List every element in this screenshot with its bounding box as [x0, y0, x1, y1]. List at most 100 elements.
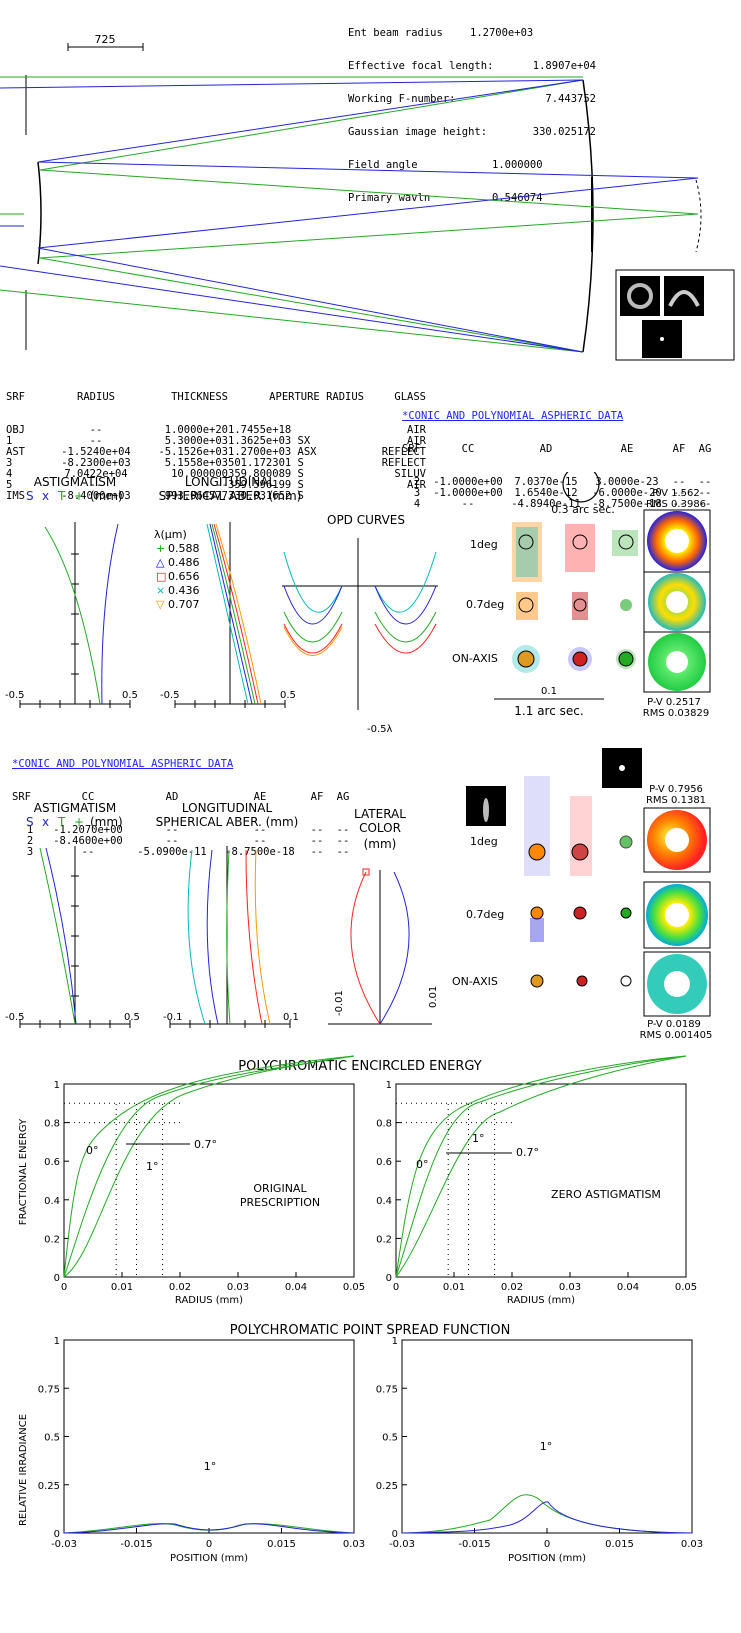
legend-marker: □ [156, 570, 166, 583]
scale-bar-label: 725 [95, 33, 116, 46]
svg-text:-0.1: -0.1 [163, 1012, 183, 1023]
svg-text:-0.5λ: -0.5λ [367, 724, 393, 735]
airy-disk-circle [562, 472, 600, 503]
ray-bundle-blue [0, 79, 699, 353]
table-cell: 3 [6, 457, 13, 469]
psf-thumbnail [620, 276, 660, 316]
svg-text:SPHERICAL ABER. (mm): SPHERICAL ABER. (mm) [156, 815, 299, 829]
x-tick-label: 0.03 [343, 1539, 365, 1550]
spec-line: Working F-number:7.443752 [348, 93, 596, 105]
y-tick-label: 0.6 [376, 1157, 392, 1168]
table-cell: AIR [407, 479, 426, 491]
table-cell: 2 [26, 835, 34, 847]
conic-title[interactable]: *CONIC AND POLYNOMIAL ASPHERIC DATA [402, 410, 624, 422]
y-tick-label: 0.25 [376, 1481, 398, 1492]
plot-frame [401, 1339, 693, 1534]
conic-title[interactable]: *CONIC AND POLYNOMIAL ASPHERIC DATA [12, 758, 234, 770]
table-cell: -1.0000e+00 [433, 476, 503, 488]
y-tick-label: 0 [54, 1529, 60, 1540]
y-tick-label: 0 [386, 1273, 392, 1284]
svg-text:ZERO ASTIGMATISM: ZERO ASTIGMATISM [551, 1188, 661, 1201]
svg-text:P-V 1.562: P-V 1.562 [652, 488, 699, 499]
svg-text:(mm): (mm) [364, 837, 397, 851]
astig-t-curve [44, 526, 101, 705]
table-cell: 10.000000 [171, 468, 228, 480]
table-cell: 1 [26, 824, 34, 836]
table-cell: 2 [413, 476, 421, 488]
psf-curve [401, 1501, 693, 1534]
svg-text:ORIGINAL: ORIGINAL [253, 1182, 307, 1195]
conic-table-2: *CONIC AND POLYNOMIAL ASPHERIC DATA SRF … [12, 737, 356, 869]
y-tick-label: 0 [392, 1529, 398, 1540]
spot-row-label: ON-AXIS [452, 652, 498, 665]
y-tick-label: 1 [54, 1336, 60, 1347]
table-cell: 5.3000e+03 [164, 435, 228, 447]
svg-text:(mm): (mm) [90, 489, 123, 503]
table-cell: 3 [413, 487, 421, 499]
y-tick-label: 1 [54, 1080, 60, 1091]
y-tick-label: 0.5 [382, 1433, 398, 1444]
psf-plots: POLYCHROMATIC POINT SPREAD FUNCTION RELA… [18, 1323, 703, 1564]
long-curve-0436 [206, 523, 249, 705]
x-axis-label: RADIUS (mm) [507, 1295, 575, 1306]
table-cell: 501.172301 S [228, 457, 304, 469]
legend-value: 0.436 [168, 584, 200, 597]
table-row: 1-1.2070e+00-------- [12, 825, 356, 836]
table-cell: REFLECT [381, 446, 426, 458]
svg-text:x: x [42, 489, 49, 503]
table-cell: REFLECT [381, 457, 426, 469]
table-cell: -8.4000e+03 [61, 490, 131, 502]
table-cell: -- [336, 824, 350, 836]
table-cell: 4 [6, 468, 13, 480]
table-cell: -- [310, 824, 324, 836]
table-header-row: SRF RADIUS THICKNESS APERTURE RADIUS GLA… [6, 391, 426, 403]
x-tick-label: 0.05 [343, 1282, 365, 1293]
ee-curve [395, 1055, 687, 1278]
y-tick-label: 0.8 [376, 1119, 392, 1130]
wavelength-legend: +0.588△0.486□0.656×0.436▽0.707 [156, 542, 200, 611]
svg-text:0.7°: 0.7° [194, 1138, 217, 1151]
opd-title: OPD CURVES [327, 513, 405, 527]
lambda-title: λ(μm) [154, 528, 187, 541]
scale-bar: 725 [67, 33, 144, 51]
svg-text:(mm): (mm) [90, 815, 123, 829]
table-cell: -8.2300e+03 [61, 457, 131, 469]
wavefront-map-on-axis [643, 631, 711, 693]
svg-text:-0.01: -0.01 [334, 990, 345, 1016]
psf-title: POLYCHROMATIC POINT SPREAD FUNCTION [230, 1323, 511, 1338]
psf-ylabel: RELATIVE IRRADIANCE [18, 1414, 29, 1526]
y-tick-label: 0.75 [38, 1384, 60, 1395]
svg-text:0.5: 0.5 [124, 1012, 140, 1023]
x-tick-label: -0.03 [51, 1539, 77, 1550]
table-cell: -- [253, 835, 267, 847]
svg-text:1°: 1° [146, 1160, 159, 1173]
svg-text:0.3 arc sec.: 0.3 arc sec. [551, 503, 615, 516]
ee-curve [63, 1055, 355, 1278]
table-cell: -- [89, 424, 103, 436]
x-tick-label: 0.02 [501, 1282, 523, 1293]
svg-text:RMS 0.03829: RMS 0.03829 [643, 708, 709, 719]
y-tick-label: 0.75 [376, 1384, 398, 1395]
psf-thumbnail [664, 276, 704, 316]
table-cell: -- [461, 498, 475, 510]
x-tick-label: 0.015 [267, 1539, 296, 1550]
svg-text:1°: 1° [540, 1440, 553, 1453]
legend-value: 0.656 [168, 570, 200, 583]
table-cell: AIR [407, 424, 426, 436]
svg-text:-0.5: -0.5 [160, 690, 180, 701]
table-cell: 330.031652 S [228, 490, 304, 502]
table-cell: -- [336, 835, 350, 847]
x-axis-label: POSITION (mm) [508, 1553, 586, 1564]
table-body: 1-1.2070e+00--------2-8.4600e+00--------… [12, 825, 356, 858]
astig-title: ASTIGMATISM [34, 475, 116, 489]
table-cell: -- [215, 479, 228, 491]
x-tick-label: 0 [61, 1282, 67, 1293]
table-cell: 5.1558e+03 [164, 457, 228, 469]
svg-text:1.1 arc sec.: 1.1 arc sec. [514, 704, 583, 718]
table-cell: -- [81, 846, 95, 858]
